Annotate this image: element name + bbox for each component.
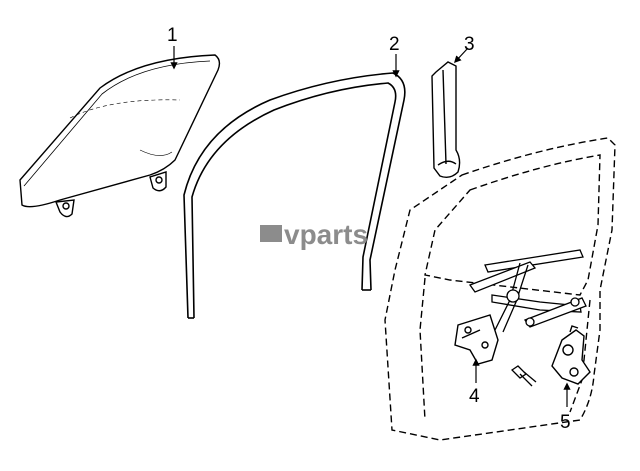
- regulator-bracket-part[interactable]: [454, 314, 499, 365]
- front-door-outline: [384, 137, 616, 441]
- callout-number-2: 2: [389, 34, 400, 55]
- glass-run-channel-part[interactable]: [183, 72, 406, 319]
- callout-number-5: 5: [560, 412, 571, 433]
- window-regulator-arms: [468, 249, 587, 333]
- callout-leaders: [170, 46, 571, 407]
- watermark: vparts: [260, 219, 368, 250]
- callout-number-4: 4: [469, 386, 480, 407]
- regulator-motor-part[interactable]: [551, 325, 591, 385]
- callout-number-1: 1: [167, 25, 178, 46]
- callout-number-3: 3: [464, 34, 475, 55]
- rear-sash-channel-part[interactable]: [431, 61, 461, 179]
- bolt-part[interactable]: [510, 365, 537, 387]
- leader-3: [454, 47, 469, 64]
- door-glass-part[interactable]: [19, 54, 221, 218]
- watermark-logo-icon: [260, 225, 282, 242]
- watermark-text: vparts: [284, 219, 368, 250]
